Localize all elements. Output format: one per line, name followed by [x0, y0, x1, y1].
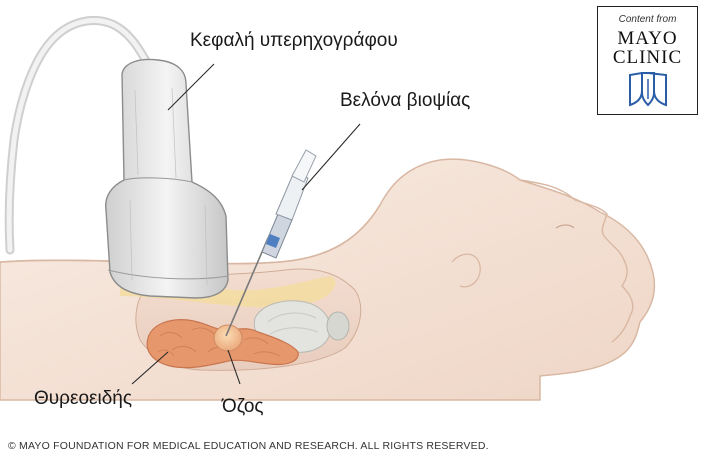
skin-surface — [0, 204, 381, 265]
label-biopsy-needle: Βελόνα βιοψίας — [340, 90, 471, 111]
label-nodule: Όζος — [222, 396, 264, 417]
logo-content-from: Content from — [618, 14, 677, 25]
nodule — [213, 324, 243, 352]
mayo-shields-icon — [629, 71, 667, 107]
label-thyroid: Θυρεοειδής — [34, 388, 133, 409]
biopsy-needle — [225, 149, 317, 337]
ear — [451, 253, 481, 288]
label-transducer: Κεφαλή υπερηχογράφου — [190, 30, 398, 51]
copyright-notice: © MAYO FOUNDATION FOR MEDICAL EDUCATION … — [8, 440, 489, 452]
mayo-clinic-logo: Content from MAYO CLINIC — [597, 6, 698, 115]
logo-clinic: CLINIC — [612, 47, 683, 68]
face-profile — [519, 179, 634, 343]
leader-lines — [131, 63, 361, 385]
logo-mayo: MAYO — [617, 28, 678, 49]
eye — [555, 224, 575, 229]
vessel — [326, 311, 350, 341]
